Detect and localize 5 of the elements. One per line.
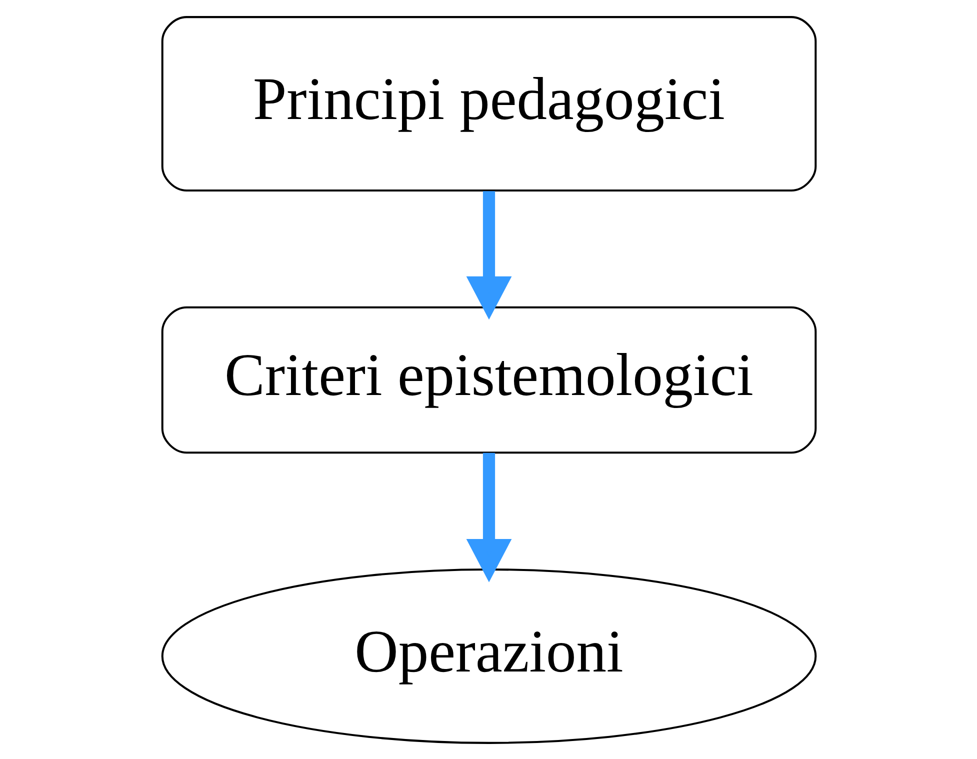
- node-ellipse: Operazioni: [160, 568, 816, 744]
- arrow: [466, 190, 512, 320]
- node-box: Principi pedagogici: [160, 16, 816, 191]
- arrow: [466, 452, 512, 582]
- node-box: Criteri epistemologici: [160, 306, 816, 454]
